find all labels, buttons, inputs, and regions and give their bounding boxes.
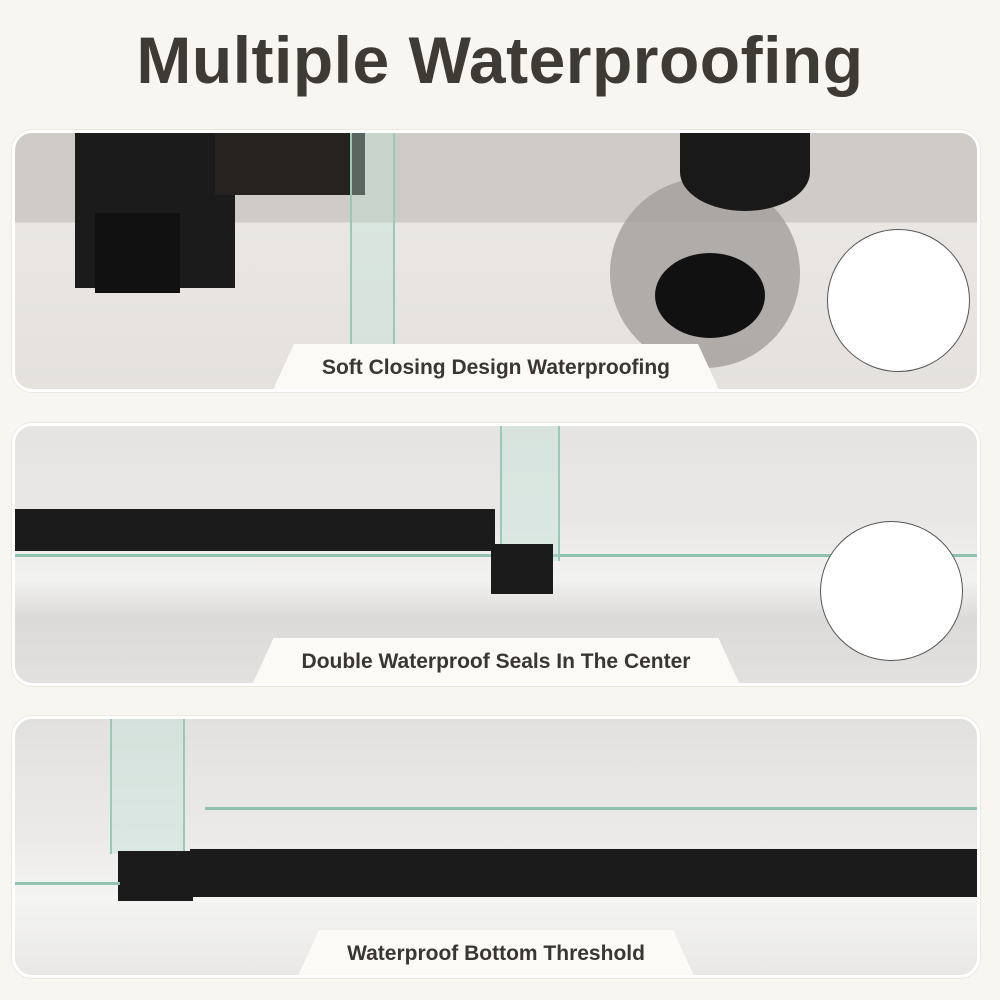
roller-top <box>680 133 810 211</box>
threshold-rail <box>190 849 977 897</box>
glass-edge <box>205 807 977 810</box>
glass-overlap <box>500 426 560 561</box>
corner-guide <box>118 851 193 901</box>
roller-bottom <box>655 253 765 338</box>
section-soft-closing: Soft Closing Design Waterproofing <box>12 130 980 392</box>
center-guide <box>491 544 553 594</box>
glass-panel <box>110 719 185 854</box>
caption: Soft Closing Design Waterproofing <box>272 344 720 392</box>
section-center-seals: Double Waterproof Seals In The Center <box>12 423 980 686</box>
glass-panel <box>350 133 395 353</box>
caption: Double Waterproof Seals In The Center <box>252 638 741 686</box>
page-title: Multiple Waterproofing <box>136 23 864 97</box>
seal-detail-inset <box>827 229 970 372</box>
seal-detail-inset <box>820 521 963 661</box>
bracket-clamp <box>95 213 180 293</box>
glass-edge-left <box>15 882 120 885</box>
top-rail <box>215 133 365 195</box>
caption: Waterproof Bottom Threshold <box>297 930 695 978</box>
section-bottom-threshold: Waterproof Bottom Threshold <box>12 716 980 978</box>
bottom-rail <box>15 509 495 551</box>
